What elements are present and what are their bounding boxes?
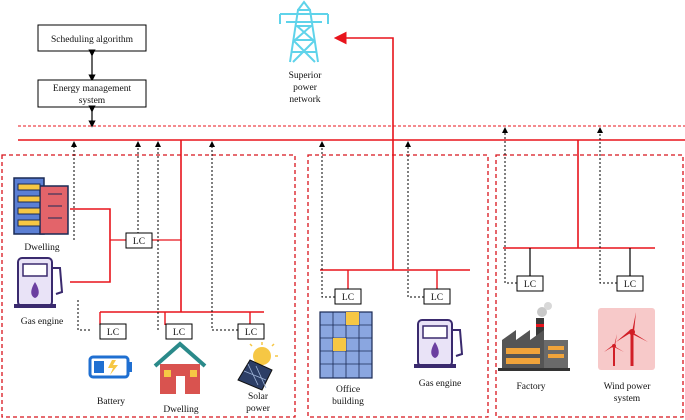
- lc-dwelling-gas: LC: [125, 232, 153, 249]
- right-microgrid-region: [495, 154, 684, 418]
- dwelling-top-label: Dwelling: [24, 243, 60, 253]
- comm-solar-lc: [209, 141, 238, 331]
- gas-pump-icon: [14, 257, 64, 308]
- lc-factory: LC: [516, 275, 544, 292]
- svg-text:LC: LC: [173, 328, 185, 338]
- solar-label-line2: power: [246, 404, 271, 414]
- apartment-building-icon: [13, 177, 69, 235]
- ems-label-line2: system: [79, 96, 106, 106]
- lc-wind: LC: [616, 275, 644, 292]
- superior-network-power-link: [333, 31, 394, 140]
- lc-battery: LC: [99, 323, 127, 340]
- left-microgrid-region: [1, 154, 296, 418]
- battery-label: Battery: [97, 397, 125, 407]
- scheduling-algorithm-box: [37, 24, 147, 52]
- gas-engine-middle-label: Gas engine: [419, 379, 461, 389]
- gas-engine-left-label: Gas engine: [21, 317, 63, 327]
- scheduling-algorithm-label: Scheduling algorithm: [51, 35, 134, 45]
- comm-office-lc: [319, 141, 335, 298]
- svg-text:LC: LC: [107, 328, 119, 338]
- svg-text:LC: LC: [133, 237, 145, 247]
- svg-text:LC: LC: [431, 293, 443, 303]
- dwelling-bottom-label: Dwelling: [163, 405, 199, 415]
- svg-text:LC: LC: [624, 280, 636, 290]
- comm-gas-middle-lc: [405, 141, 424, 298]
- superior-label-line1: Superior: [289, 71, 323, 81]
- solar-panel-icon: [237, 342, 278, 391]
- comm-wind-lc: [597, 127, 617, 284]
- solar-label-line1: Solar: [248, 392, 269, 402]
- house-icon: [153, 341, 207, 394]
- svg-text:LC: LC: [245, 328, 257, 338]
- lc-gas-middle: LC: [423, 288, 451, 305]
- svg-text:LC: LC: [342, 293, 354, 303]
- power-tower-icon: [279, 0, 329, 63]
- comm-battery-lc: [77, 300, 90, 331]
- office-building-icon: [319, 311, 373, 379]
- middle-microgrid-region: [307, 154, 489, 418]
- lc-dwelling-bottom: LC: [165, 323, 193, 340]
- office-label-line1: Office: [336, 384, 360, 395]
- factory-icon: [498, 302, 570, 371]
- energy-management-box: [37, 79, 147, 108]
- wind-turbine-icon: [598, 308, 655, 370]
- superior-label-line3: network: [289, 95, 320, 105]
- gas-pump-icon-middle: [414, 319, 464, 368]
- wind-label-line2: system: [614, 394, 641, 404]
- office-label-line2: building: [332, 397, 364, 407]
- lc-office: LC: [334, 288, 362, 305]
- lc-solar: LC: [237, 323, 265, 340]
- dwelling-gas-power-line: [70, 208, 111, 283]
- battery-icon: [88, 355, 132, 379]
- factory-label: Factory: [516, 382, 545, 392]
- comm-factory-lc: [502, 127, 517, 284]
- svg-text:LC: LC: [524, 280, 536, 290]
- superior-label-line2: power: [293, 83, 318, 93]
- ems-label-line1: Energy management: [53, 84, 132, 94]
- wind-label-line1: Wind power: [604, 382, 652, 392]
